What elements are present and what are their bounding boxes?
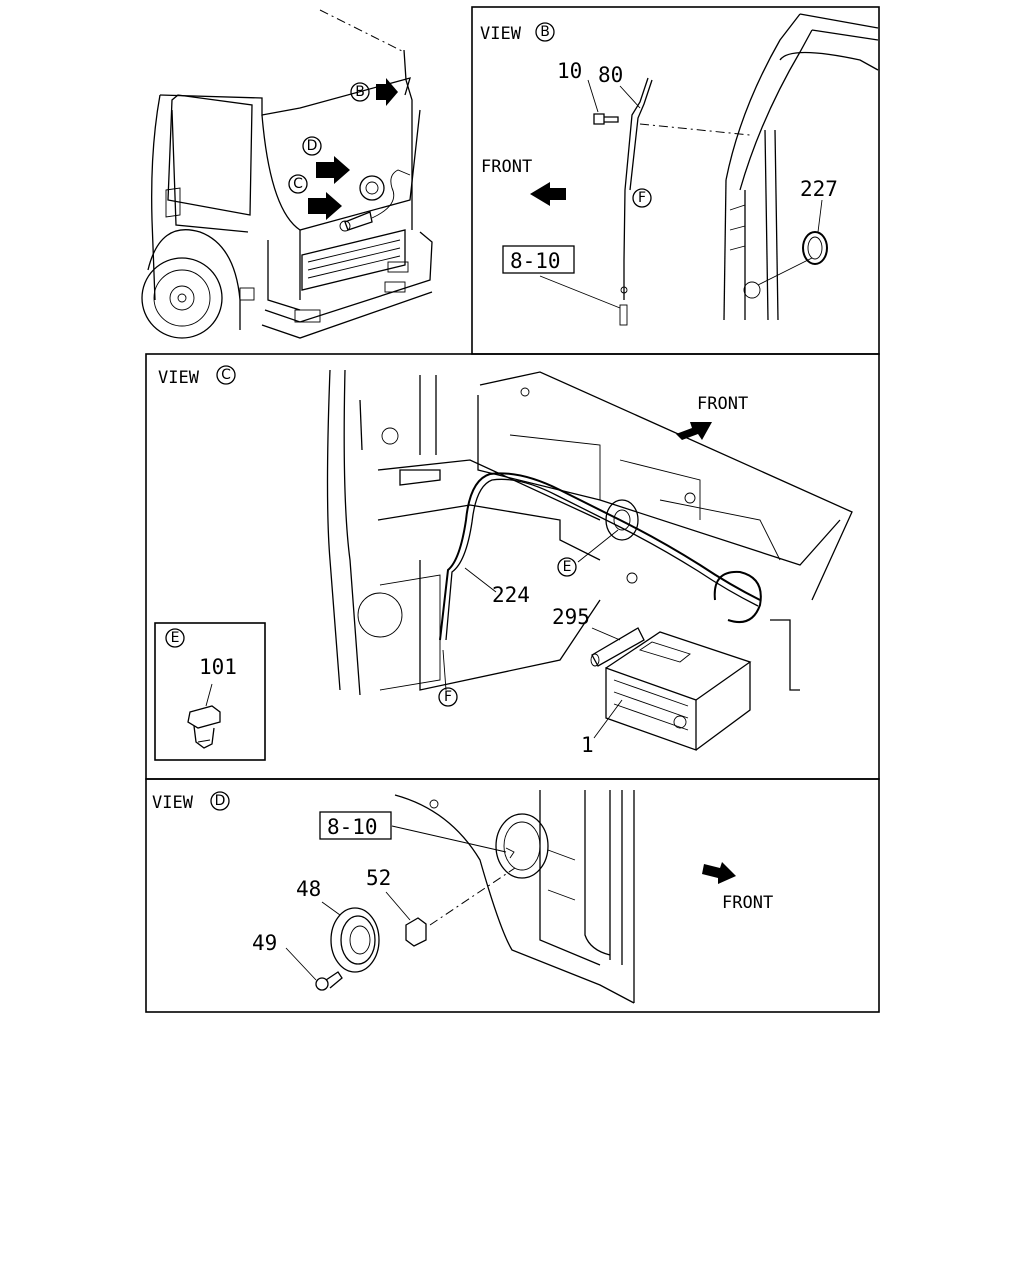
svg-text:C: C [293,176,303,192]
view-b-front-arrow-icon [530,182,566,206]
part-101-label[interactable]: 101 [199,655,237,679]
overview-callout-d[interactable]: D [302,136,322,156]
view-c-title: VIEW [158,368,200,388]
part-227-label[interactable]: 227 [800,177,838,201]
view-c-front-arrow-icon [676,422,712,440]
view-b-letter: B [535,22,555,42]
svg-text:B: B [540,24,550,40]
svg-text:D: D [215,793,226,809]
view-b-connector-f: F [632,188,652,208]
svg-text:C: C [221,367,231,383]
ref-8-10-view-b[interactable]: 8-10 [502,245,575,274]
view-b-front-label: FRONT [481,157,532,177]
overview-callout-c[interactable]: C [288,174,308,194]
arrow-c-icon [308,192,342,220]
view-c-drawing [326,369,853,751]
part-1-label[interactable]: 1 [581,733,594,757]
part-224-label[interactable]: 224 [492,583,530,607]
arrow-d-icon [316,156,350,184]
part-10-label[interactable]: 10 [557,59,582,83]
view-d-letter: D [210,791,230,811]
part-295-label[interactable]: 295 [552,605,590,629]
svg-text:8-10: 8-10 [327,815,378,839]
svg-text:8-10: 8-10 [510,249,561,273]
svg-text:E: E [171,630,180,646]
part-48-label[interactable]: 48 [296,877,321,901]
view-c-frame [145,353,880,780]
svg-text:F: F [444,689,452,705]
view-d-frame [145,778,880,1013]
part-80-label[interactable]: 80 [598,63,623,87]
detail-e-frame [154,622,266,761]
view-c-front-label: FRONT [697,394,748,414]
view-d-drawing [285,790,736,1004]
svg-text:B: B [355,84,365,100]
clip-101-drawing [187,683,221,749]
view-b-title: VIEW [480,24,522,44]
view-d-front-label: FRONT [722,893,773,913]
svg-text:D: D [307,138,318,154]
view-c-letter: C [216,365,236,385]
view-c-connector-f: F [438,687,458,707]
view-b-drawing [530,13,879,326]
ref-8-10-view-d[interactable]: 8-10 [319,811,392,840]
view-c-connector-e: E [557,557,577,577]
svg-text:F: F [638,190,646,206]
part-52-label[interactable]: 52 [366,866,391,890]
detail-e-letter: E [165,628,185,648]
truck-overview-drawing [141,9,433,339]
overview-callout-b[interactable]: B [350,82,370,102]
part-49-label[interactable]: 49 [252,931,277,955]
arrow-b-icon [376,78,398,106]
svg-text:E: E [563,559,572,575]
view-d-front-arrow-icon [702,862,736,884]
view-d-title: VIEW [152,793,194,813]
